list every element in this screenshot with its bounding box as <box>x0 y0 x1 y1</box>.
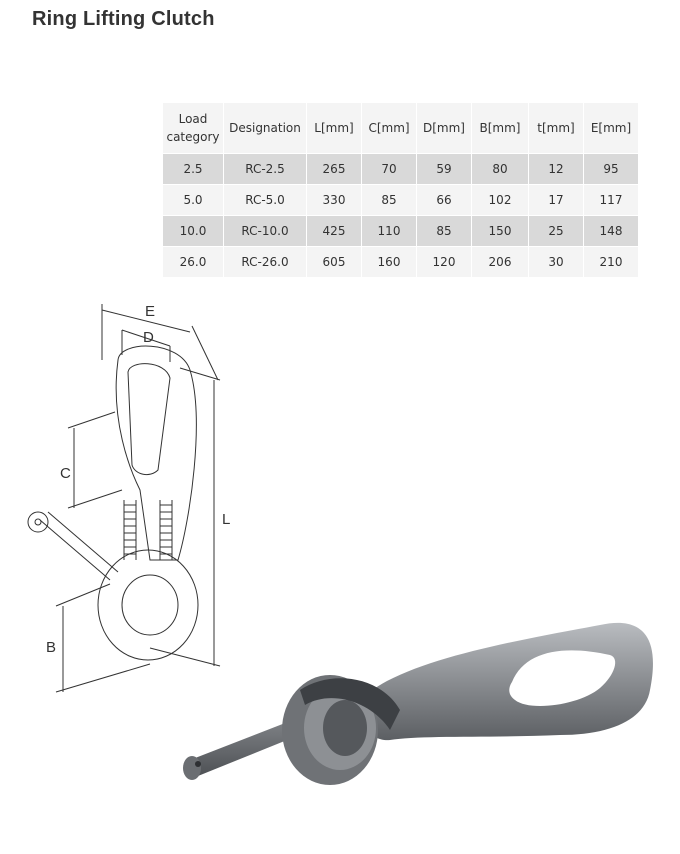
ring-inner <box>323 700 367 756</box>
table-row: 2.5 RC-2.5 265 70 59 80 12 95 <box>162 153 639 185</box>
cell-c: 160 <box>361 246 417 278</box>
cell-designation: RC-5.0 <box>223 184 307 216</box>
cell-e: 117 <box>583 184 639 216</box>
cell-designation: RC-2.5 <box>223 153 307 185</box>
cell-l: 265 <box>306 153 362 185</box>
pin-end <box>183 756 201 780</box>
cell-c: 70 <box>361 153 417 185</box>
cell-e: 210 <box>583 246 639 278</box>
header-designation: Designation <box>223 102 307 154</box>
cell-t: 12 <box>528 153 584 185</box>
header-t: t[mm] <box>528 102 584 154</box>
cell-l: 425 <box>306 215 362 247</box>
cell-b: 80 <box>471 153 529 185</box>
cell-c: 110 <box>361 215 417 247</box>
cell-designation: RC-26.0 <box>223 246 307 278</box>
table-row: 5.0 RC-5.0 330 85 66 102 17 117 <box>162 184 639 216</box>
cell-d: 59 <box>416 153 472 185</box>
table-row: 26.0 RC-26.0 605 160 120 206 30 210 <box>162 246 639 278</box>
page-title: Ring Lifting Clutch <box>32 8 215 30</box>
cell-e: 148 <box>583 215 639 247</box>
pin-hole-icon <box>195 761 201 767</box>
label-b: B <box>46 639 56 656</box>
cell-t: 25 <box>528 215 584 247</box>
label-e: E <box>145 303 155 320</box>
label-l: L <box>222 511 230 528</box>
dimension-labels: E D C L B <box>46 303 230 656</box>
header-b: B[mm] <box>471 102 529 154</box>
cell-designation: RC-10.0 <box>223 215 307 247</box>
table-header-row: Load category Designation L[mm] C[mm] D[… <box>162 102 639 154</box>
cell-load: 2.5 <box>162 153 224 185</box>
cell-d: 85 <box>416 215 472 247</box>
cell-d: 120 <box>416 246 472 278</box>
cell-d: 66 <box>416 184 472 216</box>
cell-load: 26.0 <box>162 246 224 278</box>
cell-load: 5.0 <box>162 184 224 216</box>
cell-b: 206 <box>471 246 529 278</box>
clutch-body-shape <box>357 622 653 741</box>
header-l: L[mm] <box>306 102 362 154</box>
ring-collar <box>300 678 400 730</box>
diagram-lines <box>27 304 221 693</box>
cell-load: 10.0 <box>162 215 224 247</box>
header-d: D[mm] <box>416 102 472 154</box>
header-load-line1: Load <box>178 112 208 126</box>
cell-l: 605 <box>306 246 362 278</box>
label-d: D <box>143 329 154 346</box>
label-c: C <box>60 465 71 482</box>
header-c: C[mm] <box>361 102 417 154</box>
cell-b: 150 <box>471 215 529 247</box>
cell-t: 30 <box>528 246 584 278</box>
clutch-eye-opening <box>509 650 616 707</box>
specification-table: Load category Designation L[mm] C[mm] D[… <box>162 102 639 278</box>
table-row: 10.0 RC-10.0 425 110 85 150 25 148 <box>162 215 639 247</box>
header-load-line2: category <box>166 130 220 144</box>
